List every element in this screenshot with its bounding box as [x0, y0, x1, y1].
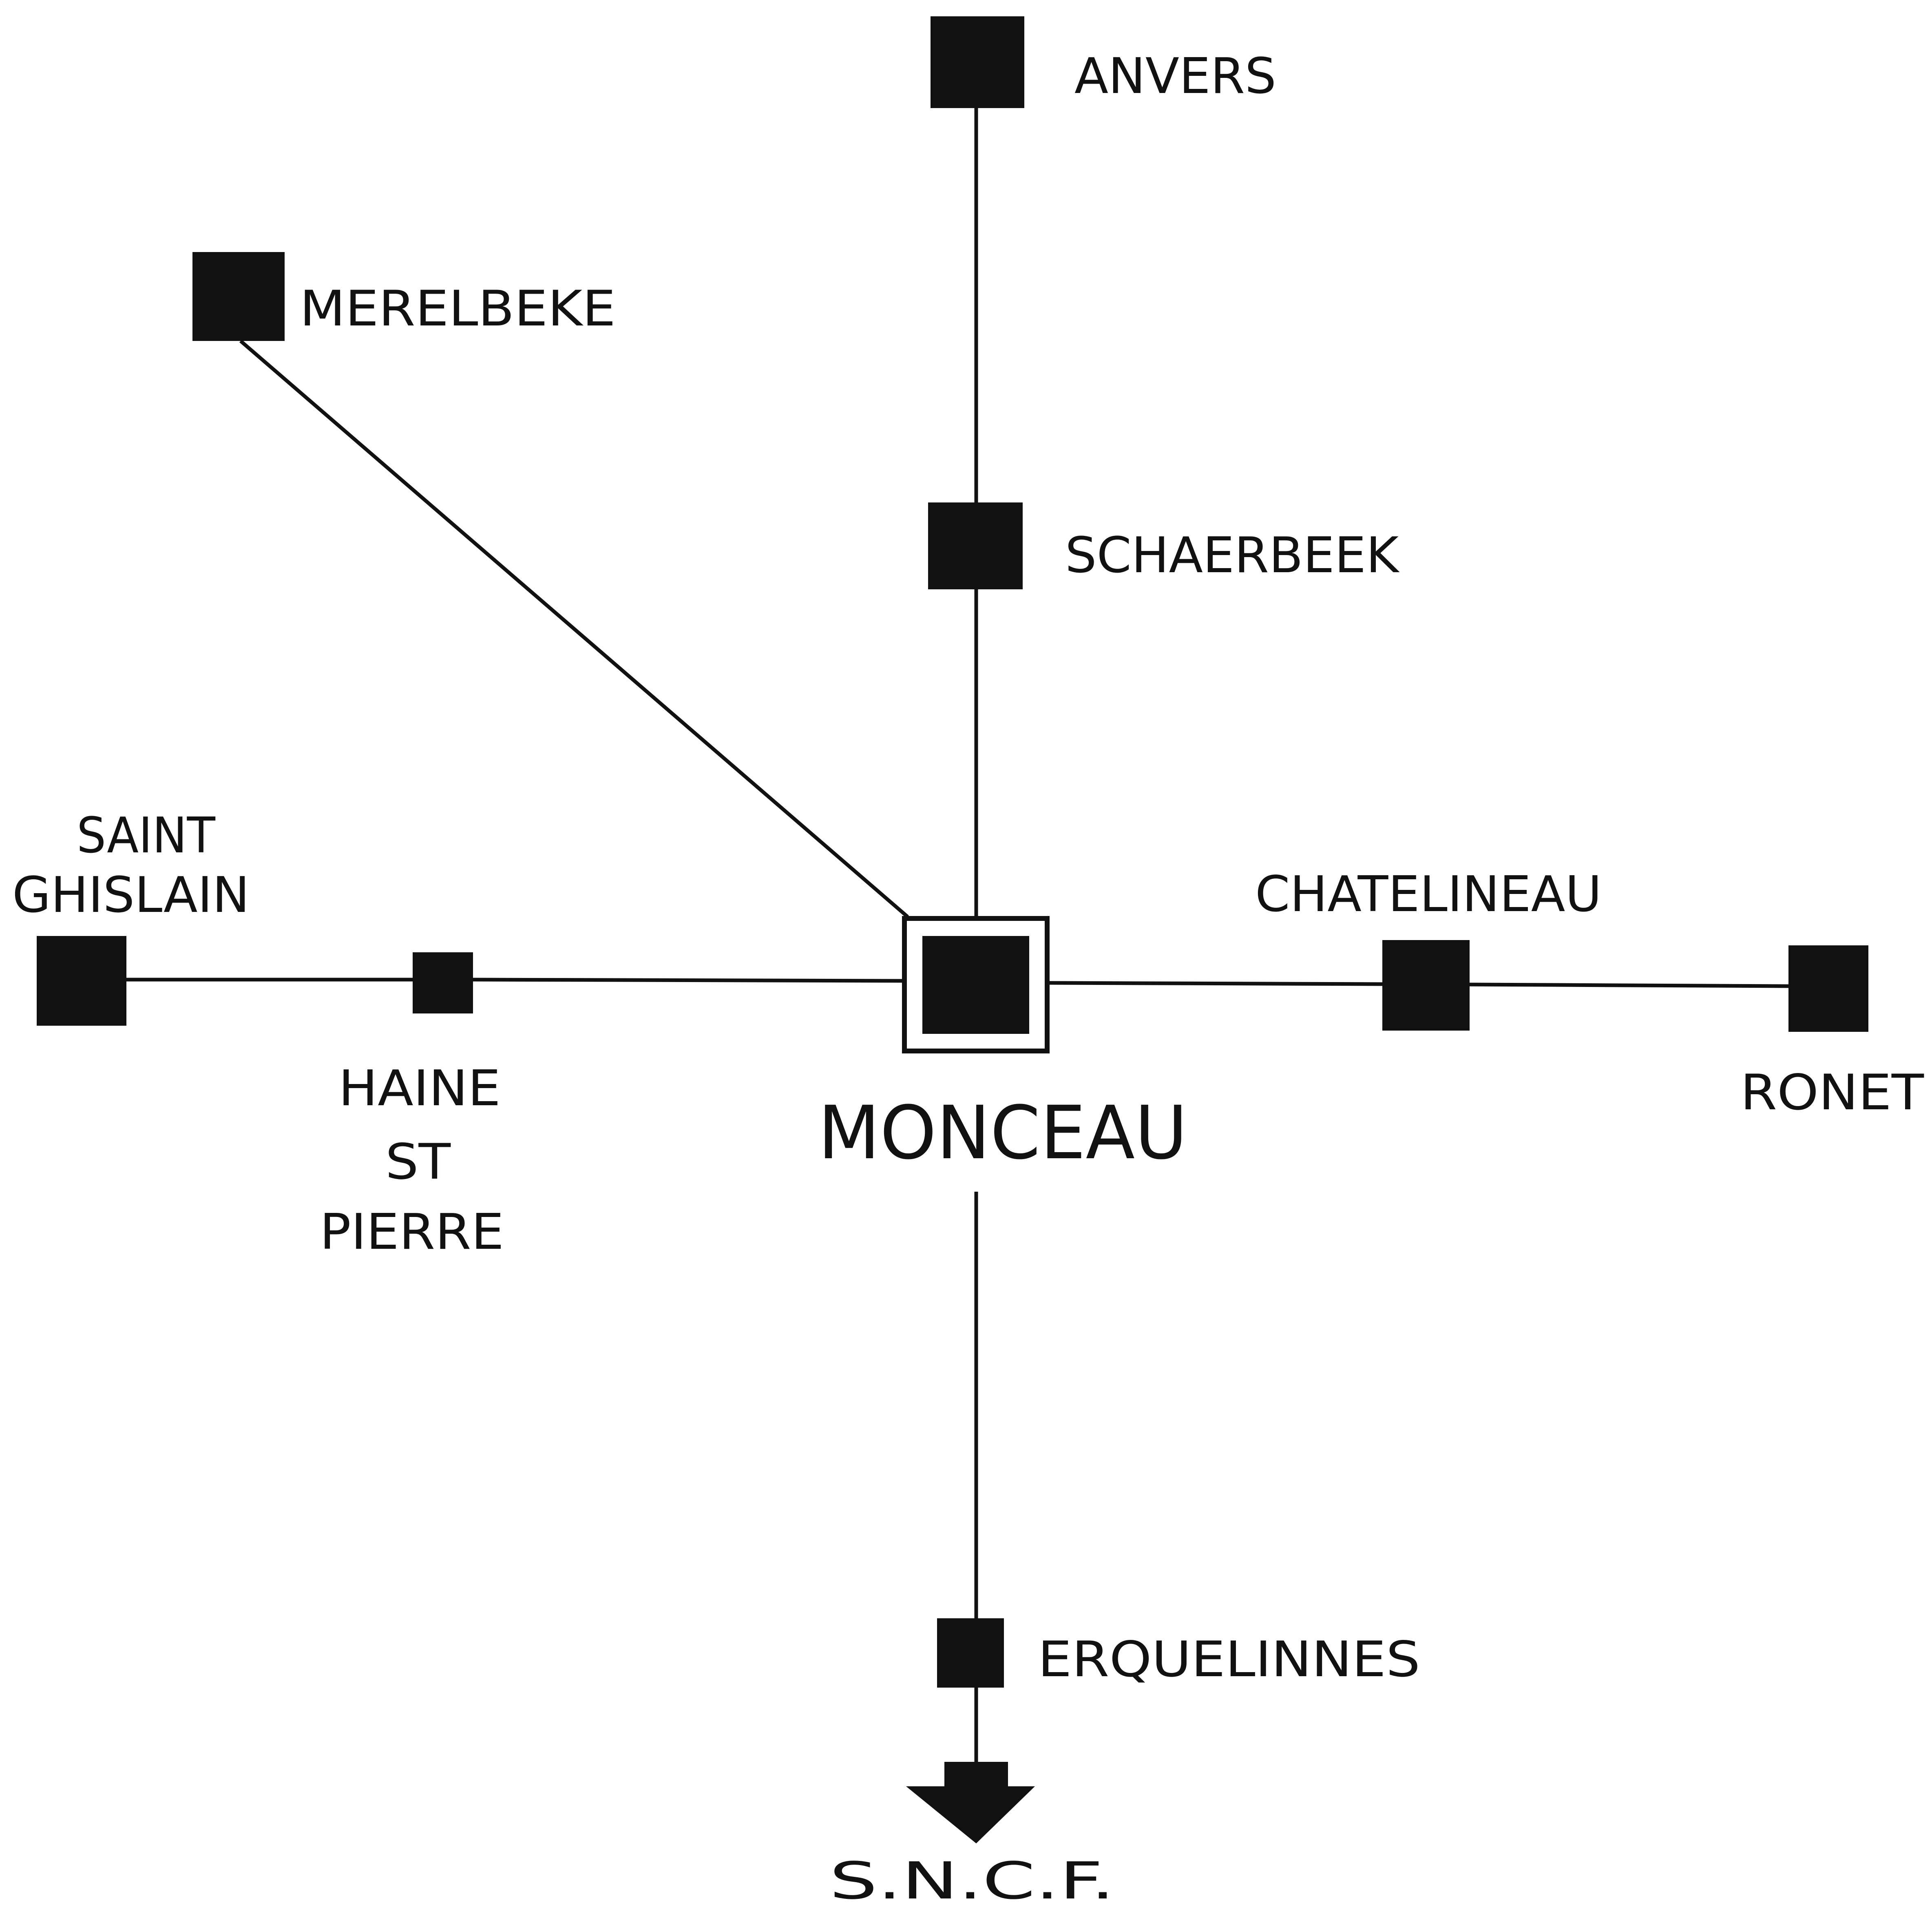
node-anvers — [931, 16, 1024, 108]
node-erquelinnes — [937, 1618, 1004, 1688]
label-saint-ghislain-line1: SAINT — [77, 808, 216, 864]
label-ronet: RONET — [1740, 1064, 1924, 1121]
label-sncf: S.N.C.F. — [829, 1852, 1115, 1911]
node-merelbeke — [192, 252, 285, 341]
label-haine-line3: PIERRE — [320, 1204, 504, 1261]
label-haine-line1: HAINE — [338, 1060, 501, 1117]
down-arrow-icon — [906, 1762, 1035, 1843]
monceau-inner-square — [922, 936, 1029, 1034]
line-merelbeke-monceau — [239, 339, 909, 918]
monceau-outer-frame — [902, 916, 1050, 1053]
node-monceau — [902, 916, 1050, 1053]
node-schaerbeek — [928, 502, 1023, 589]
station-labels: ANVERS MERELBEKE SCHAERBEEK SAINT GHISLA… — [12, 48, 1924, 1911]
label-erquelinnes: ERQUELINNES — [1038, 1631, 1420, 1688]
label-monceau: MONCEAU — [818, 1091, 1187, 1176]
node-ronet — [1788, 945, 1868, 1032]
node-haine-st-pierre — [413, 952, 473, 1013]
station-nodes — [37, 16, 1868, 1688]
node-saint-ghislain — [37, 936, 126, 1026]
line-chatelineau-ronet — [1469, 982, 1789, 988]
label-anvers: ANVERS — [1074, 48, 1276, 105]
label-schaerbeek: SCHAERBEEK — [1065, 527, 1400, 584]
node-chatelineau — [1382, 940, 1470, 1031]
label-chatelineau: CHATELINEAU — [1255, 866, 1602, 923]
label-saint-ghislain-line2: GHISLAIN — [12, 867, 250, 924]
line-haine-monceau — [473, 978, 903, 983]
connection-lines — [126, 108, 1789, 1762]
label-haine-line2: ST — [385, 1134, 451, 1190]
line-monceau-chatelineau — [1048, 981, 1383, 986]
label-merelbeke: MERELBEKE — [300, 281, 616, 337]
